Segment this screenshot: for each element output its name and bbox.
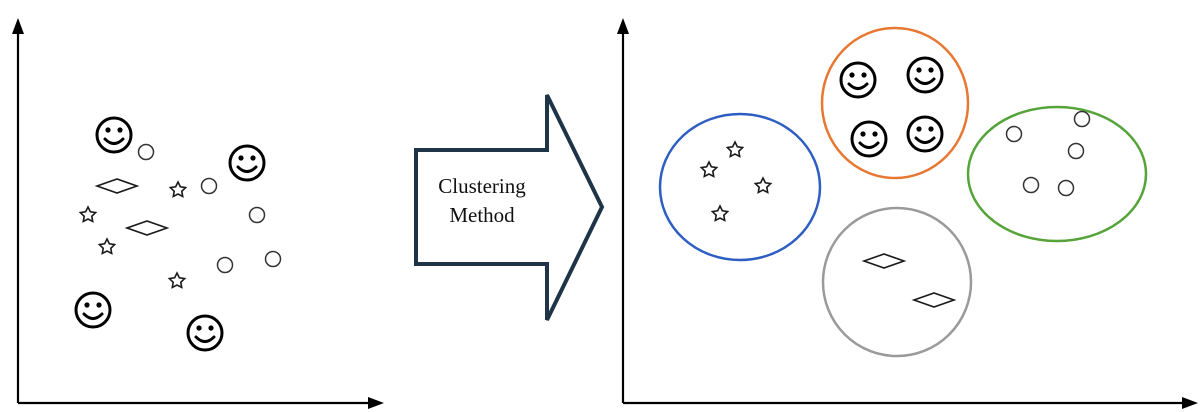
left-y-axis-arrowhead (12, 18, 24, 34)
block-arrow-shape (414, 94, 605, 321)
right-axes (617, 18, 1198, 409)
arrow-label-line2: Method (449, 203, 515, 227)
circle-icon (1067, 142, 1085, 160)
star-icon (711, 205, 729, 222)
diamond-icon (126, 220, 168, 236)
diamond-icon (913, 292, 955, 308)
cluster-circles (966, 105, 1148, 243)
circle-icon (1022, 176, 1040, 194)
circle-icon (1073, 110, 1091, 128)
smiley-face-icon (186, 314, 224, 352)
circle-icon (216, 256, 234, 274)
circle-icon (137, 143, 155, 161)
right-x-axis-arrowhead (1182, 397, 1198, 409)
star-icon (726, 141, 744, 158)
cluster-boundary-blue (658, 112, 822, 262)
arrow-label-line1: Clustering (438, 174, 526, 198)
smiley-face-icon (74, 291, 112, 329)
circle-icon (1057, 179, 1075, 197)
smiley-face-icon (906, 115, 944, 153)
diamond-icon (863, 253, 905, 269)
star-icon (169, 181, 187, 198)
left-x-axis-arrowhead (368, 397, 384, 409)
smiley-face-icon (839, 61, 877, 99)
cluster-boundary-gray (821, 206, 973, 358)
unclustered-points (74, 116, 282, 352)
star-icon (754, 177, 772, 194)
circle-icon (264, 250, 282, 268)
clustering-method-arrow: Clustering Method (414, 94, 605, 321)
circle-icon (200, 177, 218, 195)
circle-icon (1005, 125, 1023, 143)
star-icon (98, 238, 116, 255)
cluster-diamonds (821, 206, 973, 358)
left-axes (12, 18, 384, 409)
star-icon (700, 161, 718, 178)
star-icon (79, 206, 97, 223)
circle-icon (248, 206, 266, 224)
cluster-stars (658, 112, 822, 262)
cluster-faces (820, 26, 970, 180)
diamond-icon (96, 178, 138, 194)
smiley-face-icon (850, 120, 888, 158)
right-y-axis-arrowhead (617, 18, 629, 34)
smiley-face-icon (906, 56, 944, 94)
smiley-face-icon (228, 144, 266, 182)
star-icon (168, 272, 186, 289)
cluster-boundary-orange (820, 26, 970, 180)
smiley-face-icon (95, 116, 133, 154)
cluster-boundary-green (966, 105, 1148, 243)
